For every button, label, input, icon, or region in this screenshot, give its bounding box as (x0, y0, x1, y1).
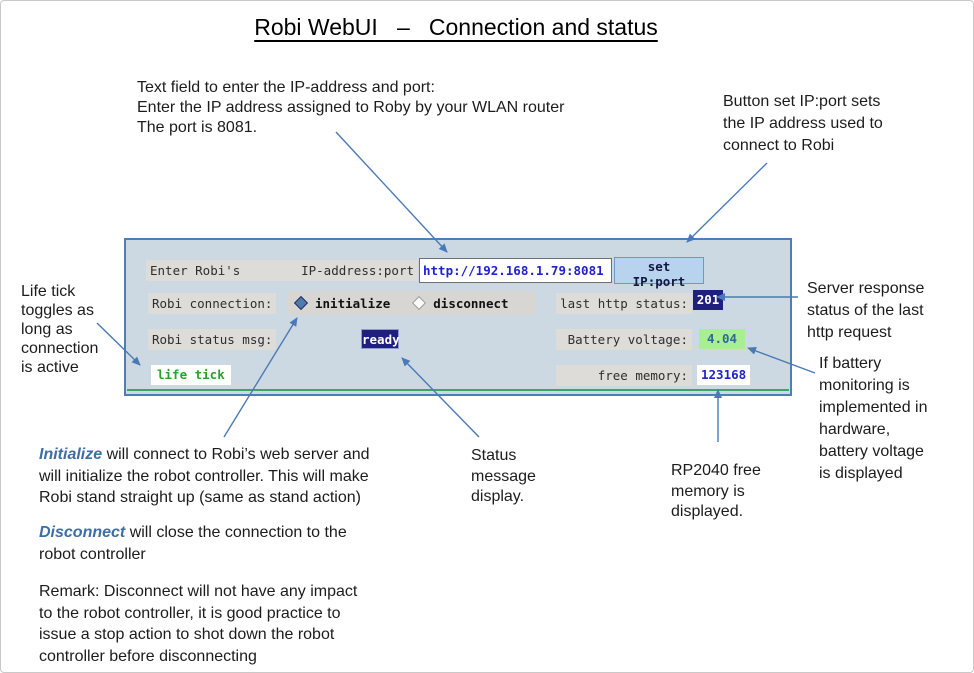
radio-disconnect-label: disconnect (433, 295, 509, 311)
http-status-value: 201 (693, 290, 723, 310)
free-memory-label: free memory: (556, 365, 692, 386)
initialize-rest: will connect to Robi’s web server and wi… (39, 446, 370, 506)
note-http-status: Server response status of the last http … (807, 280, 925, 341)
ip-address-port-label: IP-address:port (301, 263, 414, 278)
ip-row-label: Enter Robi's IP-address:port (146, 260, 418, 281)
life-tick-indicator: life tick (151, 365, 231, 385)
note-remark: Remark: Disconnect will not have any imp… (39, 583, 358, 665)
robi-connection-label: Robi connection: (148, 293, 277, 314)
note-free-memory: RP2040 free memory is displayed. (671, 462, 761, 520)
status-msg-value: ready (361, 329, 400, 349)
page-title: Robi WebUI – Connection and status (254, 14, 658, 40)
set-ip-port-button[interactable]: set IP:port (614, 257, 704, 289)
disconnect-lead: Disconnect (39, 524, 126, 541)
last-http-status-label: last http status: (556, 293, 692, 314)
disconnect-rest: will close the connection to the robot c… (39, 524, 347, 563)
free-memory-value: 123168 (697, 365, 751, 385)
note-ip-field: Text field to enter the IP-address and p… (137, 79, 565, 136)
connection-radio-group: initialize disconnect (288, 291, 536, 315)
arrow-to-set-ip-button (686, 162, 768, 243)
battery-voltage-label: Battery voltage: (556, 329, 692, 350)
note-life-tick: Life tick toggles as long as connection … (21, 283, 99, 376)
robi-status-msg-label: Robi status msg: (148, 329, 277, 350)
radio-initialize-label: initialize (315, 295, 391, 311)
radio-disconnect[interactable]: disconnect (412, 295, 509, 311)
note-set-ip-button: Button set IP:port sets the IP address u… (723, 93, 883, 154)
note-battery: If battery monitoring is implemented in … (819, 355, 928, 482)
initialize-lead: Initialize (39, 446, 103, 463)
note-status-msg: Status message display. (471, 447, 536, 505)
note-initialize: Initialize will connect to Robi’s web se… (39, 444, 370, 509)
panel-green-line (127, 389, 789, 391)
radio-unselected-icon (412, 295, 427, 311)
note-disconnect: Disconnect will close the connection to … (39, 522, 347, 565)
radio-selected-icon (293, 295, 309, 311)
ip-address-input[interactable] (419, 258, 612, 283)
webui-connection-panel: Enter Robi's IP-address:port set IP:port… (124, 238, 792, 396)
enter-robis-label: Enter Robi's (150, 263, 241, 278)
radio-initialize[interactable]: initialize (293, 295, 391, 311)
arrow-to-ip-input (335, 131, 448, 253)
battery-voltage-value: 4.04 (699, 329, 745, 349)
